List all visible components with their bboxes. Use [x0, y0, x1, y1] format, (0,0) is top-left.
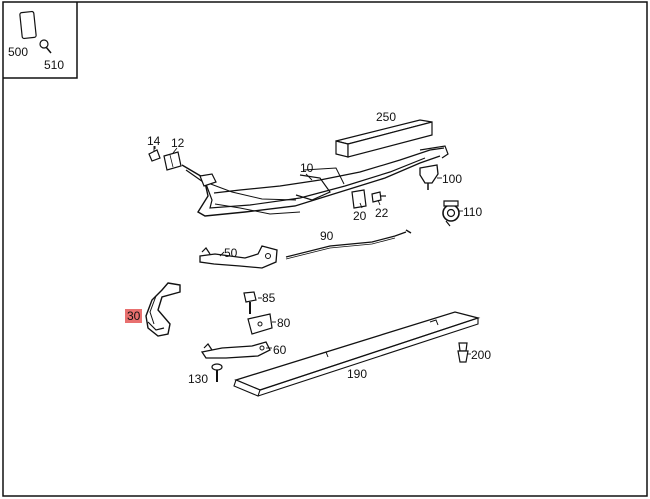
part-label-50[interactable]: 50: [224, 246, 238, 260]
part-10-drawing: [181, 145, 449, 217]
part-label-60[interactable]: 60: [273, 343, 287, 357]
part-14-drawing: [148, 146, 161, 162]
part-50-drawing: [199, 245, 278, 269]
part-85-drawing: [243, 291, 257, 314]
part-80-drawing: [247, 313, 273, 335]
part-label-20[interactable]: 20: [353, 209, 367, 223]
part-90-drawing: [285, 229, 412, 260]
part-label-22[interactable]: 22: [375, 206, 389, 220]
part-110-drawing: [442, 200, 460, 227]
part-label-12[interactable]: 12: [171, 136, 185, 150]
part-100-drawing: [419, 164, 439, 190]
part-510-drawing: [39, 39, 52, 54]
part-12-drawing: [163, 151, 182, 171]
part-label-80[interactable]: 80: [277, 316, 291, 330]
part-label-190[interactable]: 190: [347, 367, 368, 381]
part-label-85[interactable]: 85: [262, 291, 276, 305]
part-500-drawing: [19, 10, 37, 40]
leader-lines: [153, 146, 471, 355]
part-label-200[interactable]: 200: [471, 348, 492, 362]
part-30-drawing: [145, 282, 181, 337]
part-20-drawing: [351, 189, 367, 209]
inset-frame: [3, 2, 78, 79]
part-label-30-highlighted[interactable]: 30: [125, 309, 143, 323]
part-label-110[interactable]: 110: [463, 205, 483, 219]
part-label-14[interactable]: 14: [147, 134, 161, 148]
part-60-drawing: [200, 341, 271, 359]
part-130-drawing: [211, 363, 223, 382]
part-label-90[interactable]: 90: [320, 229, 334, 243]
part-22-drawing: [371, 191, 386, 203]
part-label-510[interactable]: 510: [44, 58, 65, 72]
part-label-10[interactable]: 10: [300, 161, 314, 175]
part-label-250[interactable]: 250: [376, 110, 397, 124]
part-label-130[interactable]: 130: [188, 372, 209, 386]
part-label-100[interactable]: 100: [442, 172, 463, 186]
part-190-drawing: [233, 311, 481, 397]
part-250-drawing: [335, 119, 433, 158]
part-label-500[interactable]: 500: [8, 45, 29, 59]
part-200-drawing: [457, 342, 469, 363]
